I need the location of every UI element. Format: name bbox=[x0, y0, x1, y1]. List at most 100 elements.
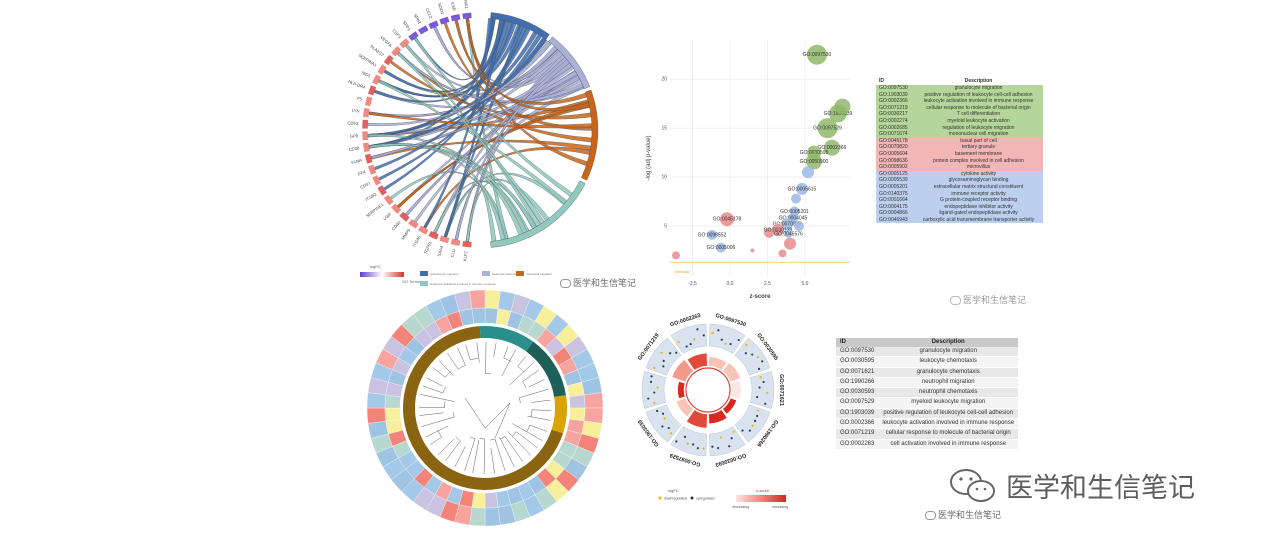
tree-branch bbox=[426, 377, 443, 387]
go-term-arc bbox=[581, 89, 599, 181]
cell-id: GO:0030217 bbox=[879, 111, 908, 118]
tree-branch bbox=[470, 436, 476, 439]
cell-description: cytokine activity bbox=[961, 170, 997, 177]
gene-block bbox=[361, 119, 369, 130]
gene-block bbox=[362, 142, 371, 153]
gene-label: LYN bbox=[351, 108, 360, 114]
cluster-arc bbox=[479, 326, 534, 352]
tree-branch bbox=[485, 342, 487, 374]
gene-block bbox=[390, 45, 402, 58]
x-tick-label: -2.5 bbox=[688, 281, 697, 287]
tree-branch bbox=[458, 365, 465, 370]
cell-id: GO:0097530 bbox=[879, 85, 908, 91]
bubble-label: GO:1903039 bbox=[824, 111, 853, 117]
gene-label: NID1 bbox=[361, 70, 372, 79]
cell-id: GO:0004175 bbox=[879, 203, 908, 210]
gene-block bbox=[390, 202, 402, 215]
gene-dot bbox=[745, 343, 748, 347]
gene-dot bbox=[675, 440, 678, 443]
gene-dot bbox=[764, 402, 767, 405]
bubble-point bbox=[720, 212, 734, 227]
y-tick-label: 20 bbox=[661, 77, 667, 83]
watermark-main: 医学和生信笔记 bbox=[948, 466, 1195, 505]
bubble-point bbox=[672, 251, 680, 260]
bubble-label: GO:0002366 bbox=[818, 145, 847, 151]
gene-block bbox=[450, 13, 461, 22]
cell-id: GO:0071219 bbox=[879, 104, 908, 111]
cell-description: myeloid leukocyte migration bbox=[878, 397, 1019, 409]
gene-label: PF4 bbox=[357, 169, 367, 177]
bubble-point bbox=[707, 229, 717, 240]
legend-up-dot bbox=[690, 496, 694, 500]
gene-dot bbox=[711, 445, 714, 448]
watermark-main-text: 医学和生信笔记 bbox=[1006, 473, 1195, 504]
heatmap-cell bbox=[583, 392, 604, 409]
gene-dot bbox=[702, 447, 705, 450]
watermark-small-2: 医学和生信笔记 bbox=[950, 293, 1026, 306]
tree-branch bbox=[522, 381, 527, 388]
gene-label: SPN1 bbox=[413, 13, 423, 26]
bubble-label: GO:0005201 bbox=[780, 209, 809, 215]
legend-down-label: downregulated bbox=[664, 497, 687, 501]
cell-description: cellular response to molecule of bacteri… bbox=[878, 428, 1019, 440]
gene-dot bbox=[662, 359, 665, 363]
outer-heatmap-ring bbox=[366, 289, 604, 527]
gene-track bbox=[670, 323, 707, 354]
circle-gene-tracks bbox=[641, 323, 775, 457]
cell-description: tertiary granule bbox=[961, 144, 996, 151]
x-tick-label: 2.5 bbox=[764, 281, 771, 287]
gene-dot bbox=[685, 345, 688, 348]
legend-term-3: neutrophil migration bbox=[526, 272, 553, 276]
gene-dot bbox=[683, 435, 687, 439]
bubble-point bbox=[772, 223, 784, 236]
cell-id: GO:0001664 bbox=[879, 197, 908, 204]
gene-block bbox=[362, 107, 371, 118]
dendrogram-center bbox=[417, 340, 553, 476]
zscore-bar bbox=[686, 352, 708, 371]
bubble-point bbox=[802, 166, 814, 179]
gene-dot bbox=[656, 386, 659, 389]
header-id: ID bbox=[836, 338, 879, 347]
table-header-row: ID Description bbox=[836, 338, 1019, 347]
legend-increasing: increasing bbox=[772, 505, 788, 509]
cell-id: GO:0004866 bbox=[879, 210, 908, 217]
gene-block bbox=[383, 54, 395, 66]
gene-track bbox=[645, 337, 682, 376]
gene-dot bbox=[669, 432, 673, 435]
gene-dot bbox=[751, 353, 754, 356]
gene-block bbox=[407, 30, 420, 42]
gene-label: CLU bbox=[450, 249, 457, 258]
tree-branch bbox=[472, 440, 480, 473]
tree-branch bbox=[430, 436, 442, 445]
tree-branch bbox=[437, 429, 442, 438]
cell-id: GO:0002366 bbox=[836, 418, 879, 430]
gene-block bbox=[371, 73, 382, 86]
gene-label: TGFB1 bbox=[423, 240, 433, 255]
tree-branch bbox=[464, 438, 476, 471]
cell-id: GO:0071674 bbox=[879, 131, 908, 138]
tree-branch bbox=[444, 401, 446, 408]
tree-branch bbox=[438, 360, 454, 377]
gene-block bbox=[398, 37, 411, 49]
gene-block bbox=[417, 224, 430, 236]
legend-term-1: granulocyte migration bbox=[430, 272, 459, 276]
gene-block bbox=[376, 184, 388, 197]
tree-branch bbox=[493, 342, 497, 358]
cell-id: GO:0002274 bbox=[879, 117, 908, 124]
legend-term-4: leukocyte activation involved in immune … bbox=[430, 282, 496, 286]
gene-dot bbox=[757, 367, 761, 371]
zscore-bar bbox=[722, 362, 741, 383]
bubble-label: GO:0030595 bbox=[800, 150, 829, 156]
heatmap-cell bbox=[569, 407, 586, 422]
